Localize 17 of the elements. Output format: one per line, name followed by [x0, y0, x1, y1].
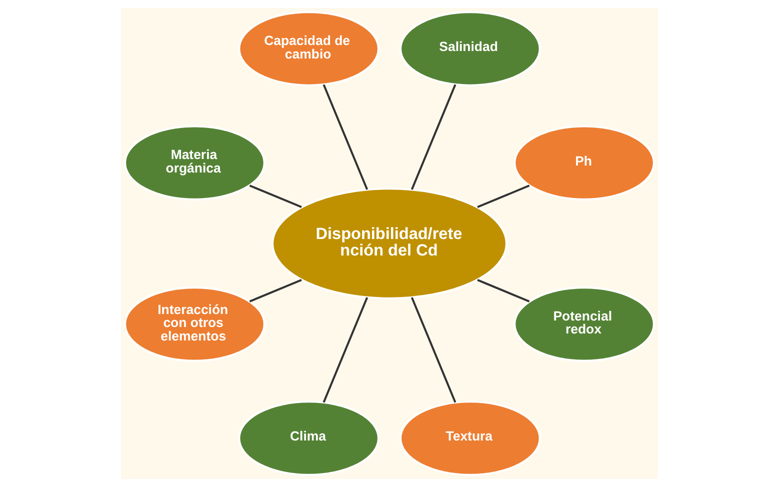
connector	[322, 84, 368, 190]
node-ellipse: Potencial redox	[514, 286, 655, 362]
node-ellipse: Interacción con otros elementos	[124, 286, 266, 362]
connector	[249, 279, 302, 302]
connector	[477, 184, 530, 208]
connector	[322, 297, 368, 403]
node-ellipse: Materia orgánica	[124, 125, 266, 200]
node-ellipse: Disponibilidad/rete nción del Cd	[272, 188, 508, 300]
connector	[410, 84, 456, 190]
node-ellipse: Clima	[238, 400, 380, 476]
connector	[410, 297, 456, 403]
node-ellipse: Textura	[400, 400, 541, 476]
connector	[249, 184, 302, 208]
connector	[477, 279, 530, 302]
node-ellipse: Ph	[514, 125, 655, 200]
node-ellipse: Capacidad de cambio	[238, 11, 380, 86]
node-ellipse: Salinidad	[400, 11, 541, 86]
